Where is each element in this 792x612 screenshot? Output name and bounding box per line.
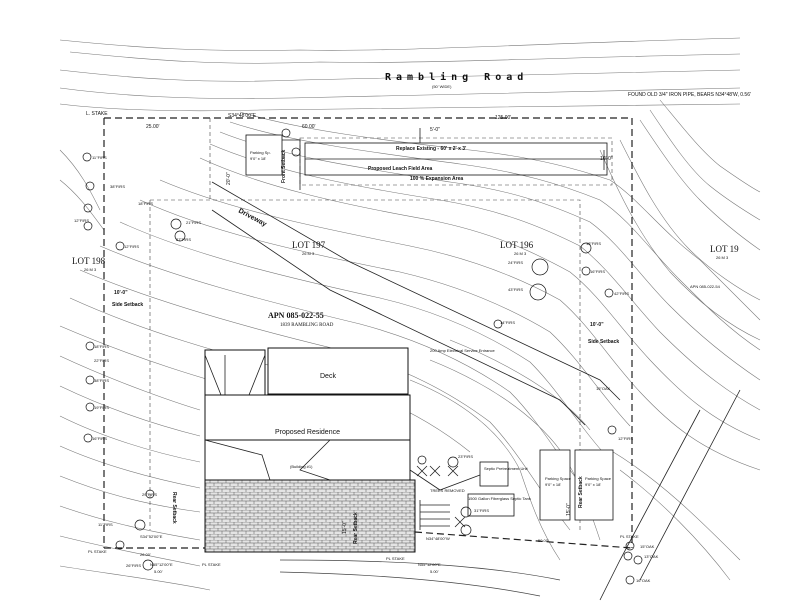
rear-setback-center: Rear Setback	[353, 512, 359, 544]
road-width: (50' WIDE)	[432, 84, 452, 89]
dist-left: 25.00'	[146, 124, 160, 130]
leach-right-dim: 10'-0"	[600, 156, 613, 162]
tree-label: 18"FIRS	[138, 201, 153, 206]
bearing-bc: N55°12'00"E	[418, 562, 441, 567]
apn-side-label: APN 085-022-54	[690, 284, 721, 289]
bearing-bl: N55°12'00"E	[150, 562, 173, 567]
tree-label: 27"FIRS	[176, 237, 191, 242]
septic-label: Septic Pretreatment Unit	[484, 466, 528, 471]
tree-label: 11"FIRS	[92, 155, 107, 160]
deck-label: Deck	[320, 373, 336, 380]
tree-label: 11"FIRS	[98, 522, 113, 527]
tree-label: 24"FIRS	[508, 260, 523, 265]
trees-removed-label: TREES REMOVED	[430, 488, 465, 493]
leach-dim: 5'-0"	[430, 127, 440, 133]
bearing-bottom: N34°48'00"W	[426, 536, 450, 541]
removed-tree-marks	[416, 465, 466, 528]
side-setback-left-label: Side Setback	[112, 302, 143, 308]
tree-label: 43"FIRS	[508, 287, 523, 292]
lot-196-sub: 26 M 3	[514, 251, 527, 256]
side-setback-right-dim: 10'-0"	[590, 322, 604, 328]
dist-bottom-left: 26.00'	[140, 552, 151, 557]
pl-stake-1: PL STAKE	[88, 549, 107, 554]
leach-expansion: 100 % Expansion Area	[410, 176, 463, 182]
electrical-label: 200 Amp Electrical Service Entrance	[430, 348, 495, 353]
tree-label: 16"OAK	[636, 578, 651, 583]
address-label: 1839 RAMBLING ROAD	[280, 323, 334, 328]
dist-top: 60.00'	[302, 124, 316, 130]
parking-top-size: 9'0" x 18'	[250, 156, 266, 161]
five-1: 5.00'	[154, 569, 163, 574]
tree-label: 38"FIRS	[94, 378, 109, 383]
residence-label: Proposed Residence	[275, 429, 340, 436]
stone-pad	[204, 479, 416, 553]
side-setback-right-label: Side Setback	[588, 339, 619, 345]
tree-label: 12"FIRS	[74, 218, 89, 223]
stairs	[419, 500, 450, 530]
parking-1-label: Parking Space	[545, 476, 572, 481]
parking-top-label: Parking Sp.	[250, 150, 271, 155]
tree-label: 16"FIRS	[92, 436, 107, 441]
trees	[82, 128, 643, 585]
septic-units	[409, 461, 515, 517]
tree-label: 29"FIRS	[142, 492, 157, 497]
lot-196-label: LOT 196	[500, 240, 534, 250]
bearing-ul: S34°52'00"E	[140, 534, 163, 539]
residence-footprint	[204, 347, 411, 510]
lot-19-label: LOT 19	[710, 244, 739, 254]
tree-label: 14"FIRS	[500, 320, 515, 325]
tank-label: 1500 Gallon Fiberglass Septic Tank	[468, 496, 531, 501]
rear-setback-right: Rear Setback	[578, 476, 584, 508]
tree-label: 26"FIRS	[126, 563, 141, 568]
parking-spaces	[539, 449, 614, 521]
tree-label: 42"FIRS	[614, 291, 629, 296]
tree-label: 38"FIRS	[110, 184, 125, 189]
side-setback-left-dim: 10'-0"	[114, 290, 128, 296]
tree-label: 13"FIRS	[586, 241, 601, 246]
driveway-label: Driveway	[237, 208, 268, 229]
apn-label: APN 085-022-55	[268, 311, 324, 320]
parking-top	[245, 134, 283, 176]
building-label: (Building #1)	[290, 464, 313, 469]
tree-label: 13"OAK	[644, 554, 659, 559]
lstake-label: L. STAKE	[86, 111, 108, 117]
front-setback-label: Front Setback	[281, 149, 287, 183]
tree-label: 21"FIRS	[186, 220, 201, 225]
dist-right: 125.00'	[495, 115, 511, 121]
dist-bottom-right: 50.00'	[538, 538, 549, 543]
lot-197-sub: 26 M 3	[302, 251, 315, 256]
tree-label: 23"FIRS	[458, 454, 473, 459]
lot-198-label: LOT 198	[72, 256, 106, 266]
parking-2-label: Parking Space	[585, 476, 612, 481]
tree-label: 16"FIRS	[590, 269, 605, 274]
lot-19-sub: 26 M 3	[716, 255, 729, 260]
rear-setback-left: Rear Setback	[171, 492, 177, 524]
bearing-top: S34°48'00"E	[228, 113, 257, 119]
tree-label: 12"FIRS	[124, 244, 139, 249]
lot-198-sub: 26 M 3	[84, 267, 97, 272]
rear-setback-right-dim: 15'-0"	[566, 503, 572, 516]
lot-197-label: LOT 197	[292, 240, 326, 250]
rear-setback-center-dim: 15'-0"	[342, 521, 348, 534]
pl-stake-3: PL STAKE	[386, 556, 405, 561]
road-name: Rambling Road	[385, 71, 528, 83]
tree-label: 18"FIRS	[94, 344, 109, 349]
found-pipe-label: FOUND OLD 3/4" IRON PIPE, BEARS N34°48'W…	[628, 92, 751, 98]
parking-1-size: 9'0" x 18'	[545, 482, 561, 487]
pl-stake-2: PL STAKE	[202, 562, 221, 567]
parking-2-size: 9'0" x 18'	[585, 482, 601, 487]
leach-proposed: Proposed Leach Field Area	[368, 166, 432, 172]
pl-stake-4: PL STAKE	[620, 534, 639, 539]
tree-label: 15"OAK	[640, 544, 655, 549]
five-2: 5.00'	[430, 569, 439, 574]
tree-label: 12"FIRS	[618, 436, 633, 441]
front-setback-dim: 20'-0"	[226, 172, 232, 185]
property-boundary	[103, 117, 741, 601]
tree-label: 31"FIRS	[474, 508, 489, 513]
tree-label: 22"FIRS	[94, 358, 109, 363]
tree-label: 19"FIRS	[94, 405, 109, 410]
tree-label: 15"OAK	[596, 386, 611, 391]
leach-replace: Replace Existing - 60' x 2' x 3'	[396, 146, 466, 152]
